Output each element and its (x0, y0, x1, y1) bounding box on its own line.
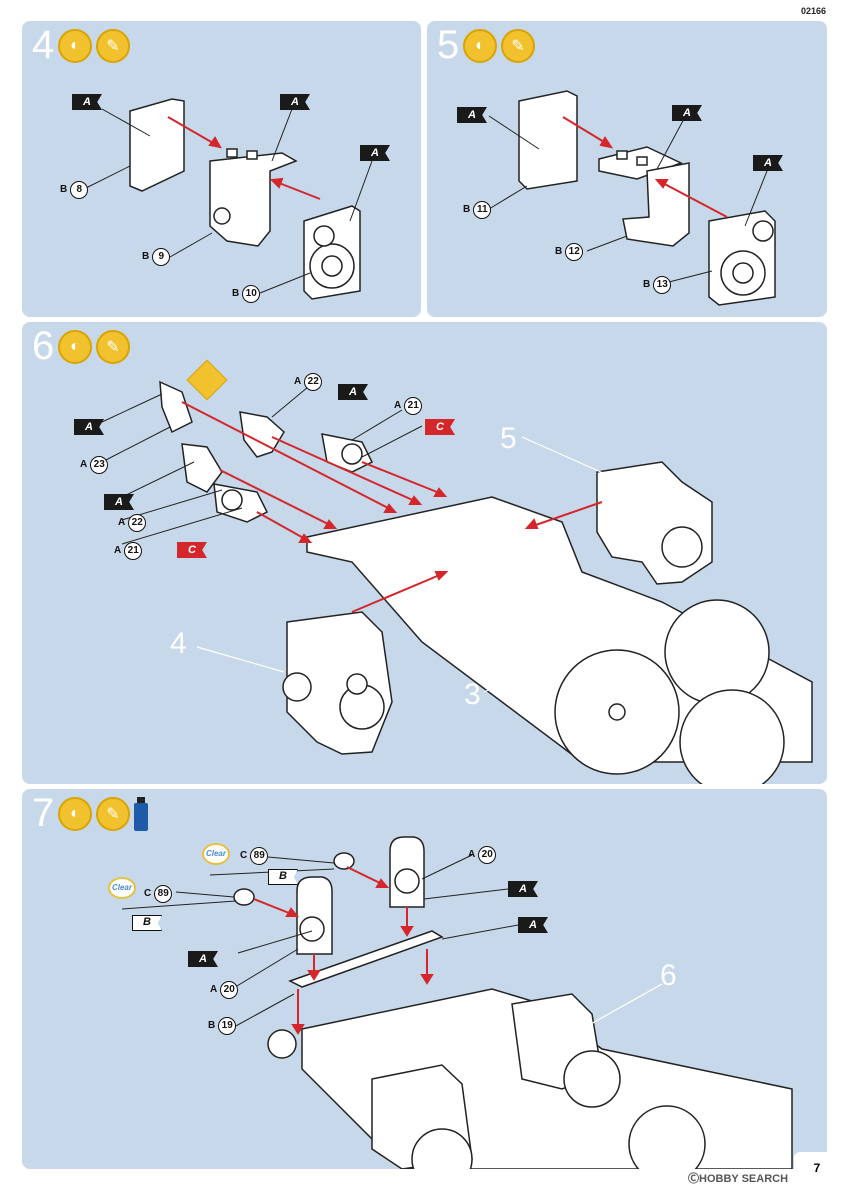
part-flag: A (457, 107, 487, 123)
step-7-panel: 7 ◐ ✎ (22, 789, 827, 1169)
paint-brush-icon: ✎ (501, 29, 535, 63)
part-flag: A (508, 881, 538, 897)
part-flag: B (268, 869, 298, 885)
page-number: 7 (794, 1152, 840, 1192)
step-6-panel: 6 ◐ ✎ (22, 322, 827, 784)
part-flag: A (518, 917, 548, 933)
part-flag: A (188, 951, 218, 967)
reference-number: 6 (660, 959, 677, 992)
step-number: 4 (32, 23, 55, 67)
watermark: ⒸHOBBY SEARCH (688, 1173, 789, 1185)
glue-icon: ◐ (58, 29, 92, 63)
paint-brush-icon: ✎ (96, 29, 130, 63)
part-flag: A (672, 105, 702, 121)
paint-brush-icon: ✎ (96, 330, 130, 364)
paint-brush-icon: ✎ (96, 797, 130, 831)
page-code: 02166 (800, 6, 826, 16)
reference-number: 5 (500, 422, 517, 455)
part-flag: A (753, 155, 783, 171)
part-flag: A (74, 419, 104, 435)
glue-icon: ◐ (463, 29, 497, 63)
part-flag: A (104, 494, 134, 510)
glue-icon: ◐ (58, 797, 92, 831)
part-flag: C (425, 419, 455, 435)
part-flag: C (177, 542, 207, 558)
step-6-illustration (101, 359, 813, 784)
step-number: 6 (32, 324, 55, 368)
step-number: 5 (437, 23, 460, 67)
clear-paint-icon: Clear (202, 843, 230, 865)
clear-paint-bottle-icon (134, 797, 148, 831)
part-flag: A (338, 384, 368, 400)
part-flag: A (280, 94, 310, 110)
part-flag: A (72, 94, 102, 110)
step-number: 7 (32, 791, 55, 835)
part-flag: B (132, 915, 162, 931)
reference-number: 4 (170, 627, 187, 660)
glue-icon: ◐ (58, 330, 92, 364)
step-4-illustration (83, 98, 373, 300)
clear-paint-icon: Clear (108, 877, 136, 899)
part-flag: A (360, 145, 390, 161)
step-5-illustration (488, 90, 776, 306)
step-7-illustration (121, 836, 793, 1169)
reference-number: 3 (464, 678, 481, 711)
